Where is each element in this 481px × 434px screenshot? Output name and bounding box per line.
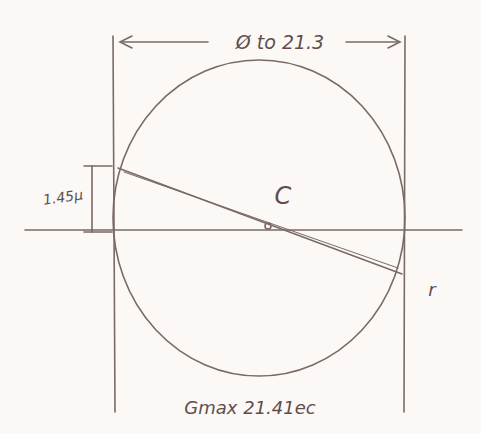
arrow-head (388, 36, 400, 48)
arrow-head (120, 36, 132, 48)
center-point (265, 223, 271, 229)
tangent-line (404, 36, 405, 412)
diameter-label: Ø to 21.3 (233, 32, 327, 53)
center-line (25, 229, 462, 231)
dimension-line (122, 41, 208, 43)
dimension-line (91, 166, 93, 232)
circle-outline (113, 60, 405, 376)
dimension-line (346, 41, 398, 43)
dimension-tick (84, 165, 112, 167)
radius-label: r (428, 280, 435, 300)
dimension-label: 1.45µ (39, 187, 87, 209)
diameter-line (118, 168, 402, 274)
max-label: Gmax 21.41ec (184, 398, 315, 418)
diameter-line (124, 172, 398, 268)
tangent-line (113, 36, 115, 412)
center-label: C (275, 183, 292, 209)
dimension-tick (84, 231, 112, 233)
